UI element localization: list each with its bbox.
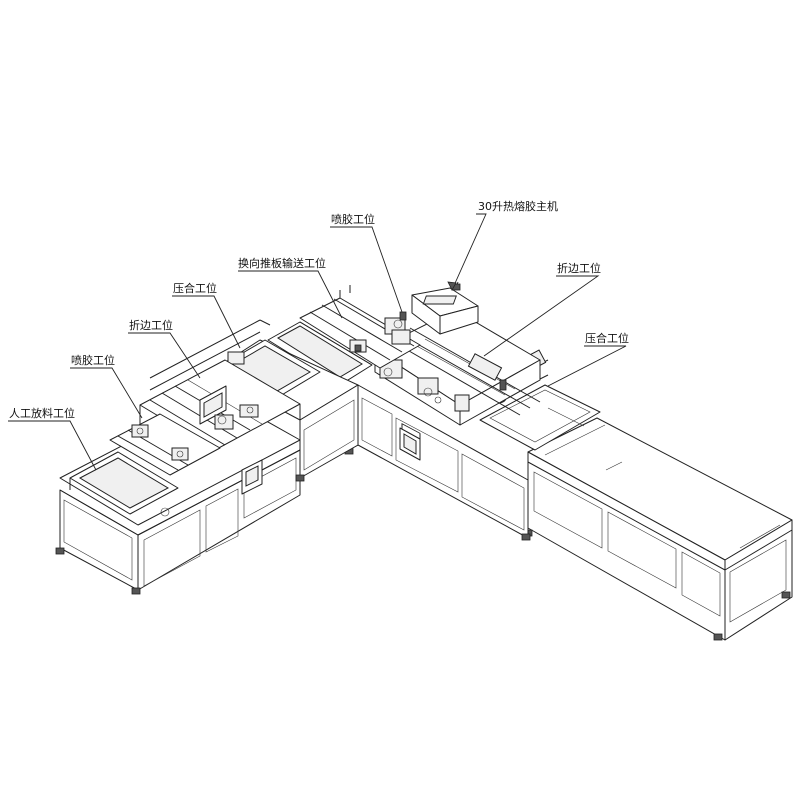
right-output-conveyor	[523, 417, 793, 641]
label-fold-right: 折边工位	[557, 261, 601, 275]
right-glue-spray-station	[299, 285, 421, 369]
label-turn-push-convey: 换向推板输送工位	[238, 256, 326, 270]
label-glue-spray-right: 喷胶工位	[331, 212, 375, 226]
right-fold-station	[374, 309, 541, 426]
label-fold-left: 折边工位	[129, 318, 173, 332]
turn-push-conveyor-station	[267, 321, 373, 386]
label-hot-melt-host: 30升热熔胶主机	[478, 199, 558, 213]
label-press-right: 压合工位	[585, 331, 629, 345]
label-manual-feed: 人工放料工位	[9, 406, 75, 420]
leader-lines	[8, 213, 627, 471]
left-glue-spray-station	[109, 413, 221, 476]
manual-feed-station	[69, 451, 179, 517]
label-press-left: 压合工位	[173, 281, 217, 295]
label-glue-spray-left: 喷胶工位	[71, 353, 115, 367]
